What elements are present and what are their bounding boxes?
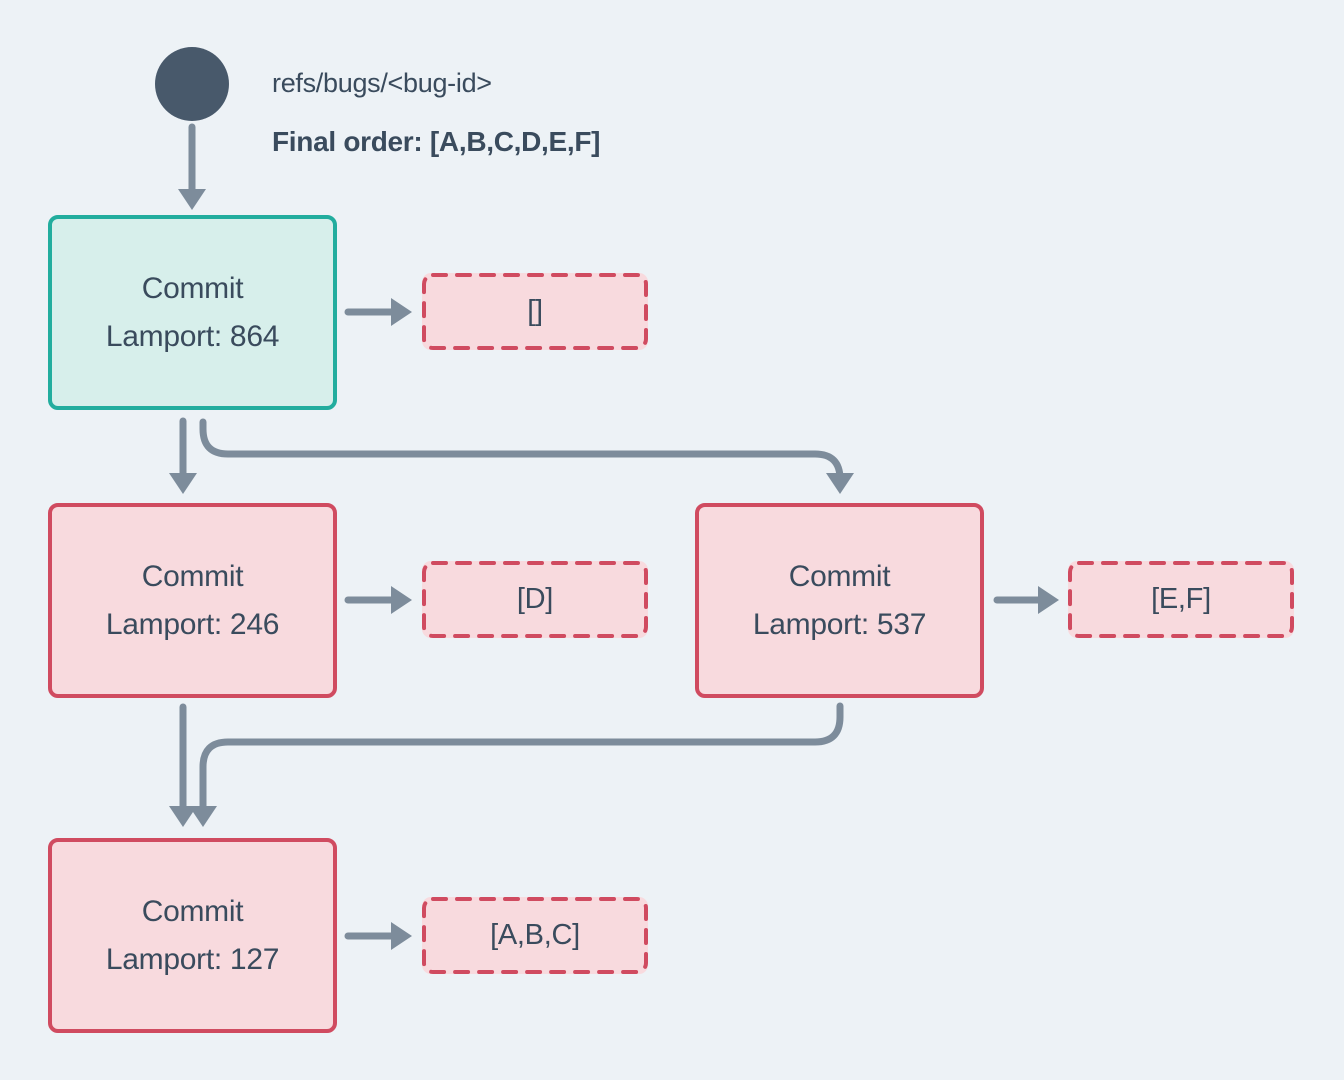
commit-lamport: Lamport: 864	[105, 319, 280, 353]
branch-ref-dot	[155, 47, 229, 121]
commit-lamport: Lamport: 127	[105, 942, 280, 976]
final-order-label: Final order: [A,B,C,D,E,F]	[272, 126, 601, 157]
edge-537-to-127	[189, 702, 844, 827]
commit-title: Commit	[788, 559, 891, 593]
dashed-border	[422, 561, 648, 638]
dashed-border	[422, 273, 648, 350]
commit-lamport: Lamport: 537	[752, 607, 927, 641]
commit-node-lamport-537: Commit Lamport: 537	[695, 503, 984, 698]
bug-order-value: [D]	[516, 583, 554, 615]
commit-node-lamport-864: Commit Lamport: 864	[48, 215, 337, 410]
dashed-border	[1068, 561, 1294, 638]
commit-lamport: Lamport: 246	[105, 607, 280, 641]
dashed-border	[422, 897, 648, 974]
commit-node-lamport-127: Commit Lamport: 127	[48, 838, 337, 1033]
commit-node-lamport-246: Commit Lamport: 246	[48, 503, 337, 698]
branch-ref-label: refs/bugs/<bug-id>	[272, 68, 492, 98]
bug-order-value: [A,B,C]	[490, 919, 580, 951]
bug-order-list-246: [D]	[422, 561, 648, 638]
commit-title: Commit	[141, 271, 244, 305]
bug-order-list-864: []	[422, 273, 648, 350]
bug-order-list-537: [E,F]	[1068, 561, 1294, 638]
bug-order-value: [E,F]	[1151, 583, 1211, 615]
commit-title: Commit	[141, 559, 244, 593]
edge-864-to-537	[199, 418, 854, 494]
bug-order-list-127: [A,B,C]	[422, 897, 648, 974]
commit-title: Commit	[141, 894, 244, 928]
bug-order-value: []	[527, 295, 543, 327]
